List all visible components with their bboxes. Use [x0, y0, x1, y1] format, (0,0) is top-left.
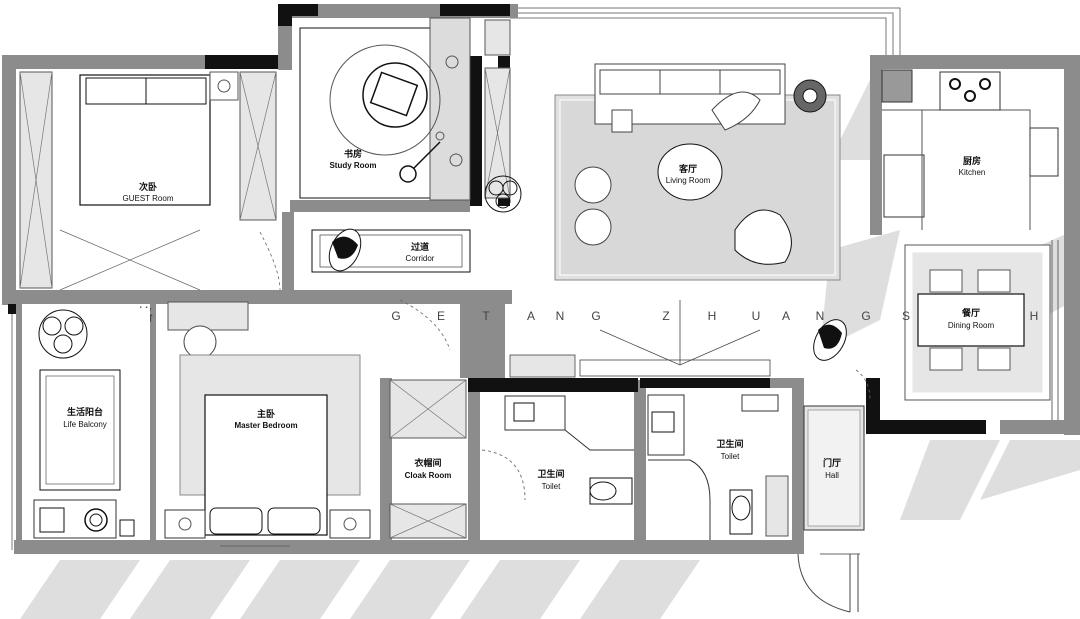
hall-zh: 门厅 [823, 457, 841, 469]
watermark-en-3: T [482, 309, 490, 323]
watermark-en-8: H [708, 309, 717, 323]
toilet-2-zh: 卫生间 [716, 438, 743, 450]
watermark-en-5: N [556, 309, 565, 323]
hall-en: Hall [825, 471, 839, 480]
cloak-room-en: Cloak Room [405, 471, 452, 480]
kitchen-zh: 厨房 [963, 155, 981, 167]
corridor: 过道 Corridor [311, 228, 471, 273]
balcony-en: Life Balcony [63, 420, 107, 429]
watermark-en-12: G [861, 309, 870, 323]
balcony-zh: 生活阳台 [67, 406, 103, 418]
watermark-en-2: E [437, 309, 445, 323]
guest-room-zh: 次卧 [139, 181, 157, 193]
corridor-en: Corridor [406, 254, 435, 263]
living-room-en: Living Room [666, 176, 711, 185]
guest-room-en: GUEST Room [123, 194, 174, 203]
watermark-en-13: S [902, 309, 910, 323]
toilet-2: 卫生间 Toilet [646, 388, 792, 540]
kitchen: 厨房 Kitchen [881, 69, 1064, 230]
balcony-plant-icon [38, 309, 88, 359]
master-bedroom-zh: 主卧 [257, 408, 275, 420]
plant-icon [484, 175, 522, 213]
dining-room-en: Dining Room [948, 321, 995, 330]
life-balcony: 生活阳台 Life Balcony [30, 308, 150, 540]
watermark-en-11: N [816, 309, 825, 323]
watermark-en-7: Z [662, 309, 669, 323]
dog-icon [813, 319, 847, 361]
study-room: 书房 Study Room [292, 17, 511, 201]
watermark-en-9: U [752, 309, 761, 323]
master-bedroom: 主卧 Master Bedroom [156, 301, 380, 540]
watermark-en-4: A [527, 309, 535, 323]
toilet-1-en: Toilet [542, 482, 561, 491]
corridor-zh: 过道 [411, 241, 429, 253]
living-room-zh: 客厅 [678, 163, 697, 175]
study-room-zh: 书房 [344, 148, 362, 160]
master-bedroom-en: Master Bedroom [234, 421, 297, 430]
watermark-en-14: H [1030, 309, 1039, 323]
toilet-1: 卫生间 Toilet [480, 392, 634, 540]
watermark-en-1: G [391, 309, 400, 323]
dining-room: 餐厅 Dining Room [904, 244, 1051, 401]
study-room-en: Study Room [329, 161, 376, 170]
watermark-en-6: G [591, 309, 600, 323]
toilet-2-en: Toilet [721, 452, 740, 461]
guest-room: 次卧 GUEST Room [16, 69, 278, 291]
door-swings [259, 231, 871, 401]
dining-room-zh: 餐厅 [961, 307, 980, 319]
tv-unit [509, 300, 771, 378]
watermark-en-10: A [782, 309, 790, 323]
toilet-1-zh: 卫生间 [537, 468, 564, 480]
hall: 门厅 Hall [797, 405, 865, 613]
kitchen-en: Kitchen [959, 168, 986, 177]
cloak-room: 衣帽间 Cloak Room [389, 378, 468, 540]
cloak-room-zh: 衣帽间 [414, 457, 441, 469]
living-room: 客厅 Living Room [554, 63, 841, 281]
